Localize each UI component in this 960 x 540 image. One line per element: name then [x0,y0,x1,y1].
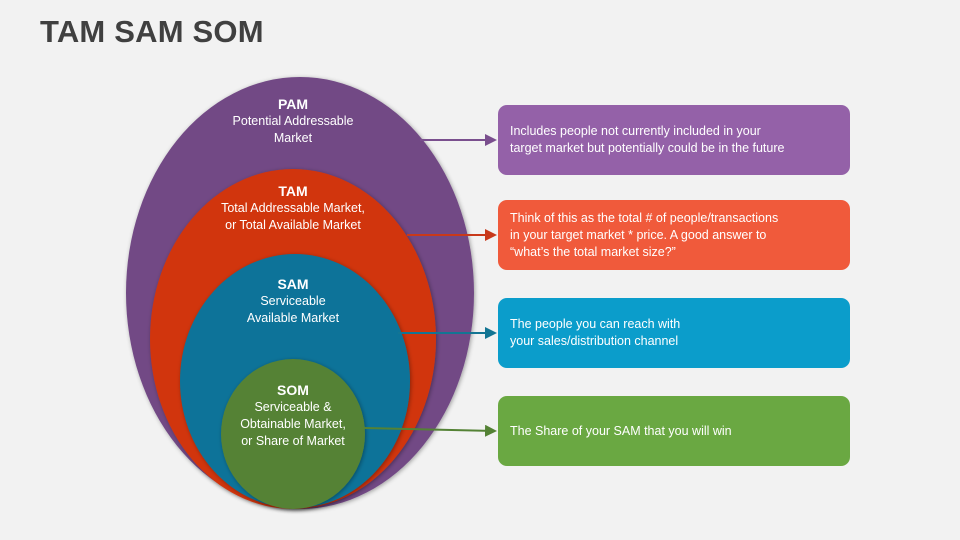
sam-name-line: Serviceable [260,294,326,308]
pam-name-line: Market [273,131,313,145]
pam-name-line: Potential Addressable [232,114,354,128]
description-line: your sales/distribution channel [510,334,679,348]
som-name-line: Serviceable & [254,400,332,414]
som-connector [363,424,497,437]
description-line: The people you can reach with [510,317,681,331]
description-line: in your target market * price. A good an… [510,227,767,242]
sam-label: SAM Serviceable Available Market [200,275,386,327]
som-abbr: SOM [277,382,309,398]
sam-abbr: SAM [277,276,309,292]
tam-description-box: Think of this as the total # of people/t… [498,200,850,270]
description-line: Think of this as the total # of people/t… [510,210,779,225]
pam-abbr: PAM [277,96,309,112]
som-ellipse [221,359,365,509]
description-line: target market but potentially could be i… [510,141,785,155]
description-line: “what’s the total market size?” [510,244,676,259]
sam-description-box: The people you can reach with your sales… [498,298,850,368]
description-line: The Share of your SAM that you will win [510,423,732,438]
page-title: TAM SAM SOM [40,14,264,49]
sam-name-line: Available Market [246,311,340,325]
tam-label: TAM Total Addressable Market, or Total A… [193,182,393,234]
tam-abbr: TAM [278,183,308,199]
som-description-box: The Share of your SAM that you will win [498,396,850,466]
description-line: Includes people not currently included i… [510,124,761,138]
som-name-line: or Share of Market [241,434,345,448]
tam-name-line: or Total Available Market [225,218,361,232]
pam-description-box: Includes people not currently included i… [498,105,850,175]
pam-label: PAM Potential Addressable Market [200,95,386,147]
tam-name-line: Total Addressable Market, [221,201,365,215]
som-label: SOM Serviceable & Obtainable Market, or … [210,381,376,450]
som-name-line: Obtainable Market, [240,417,346,431]
